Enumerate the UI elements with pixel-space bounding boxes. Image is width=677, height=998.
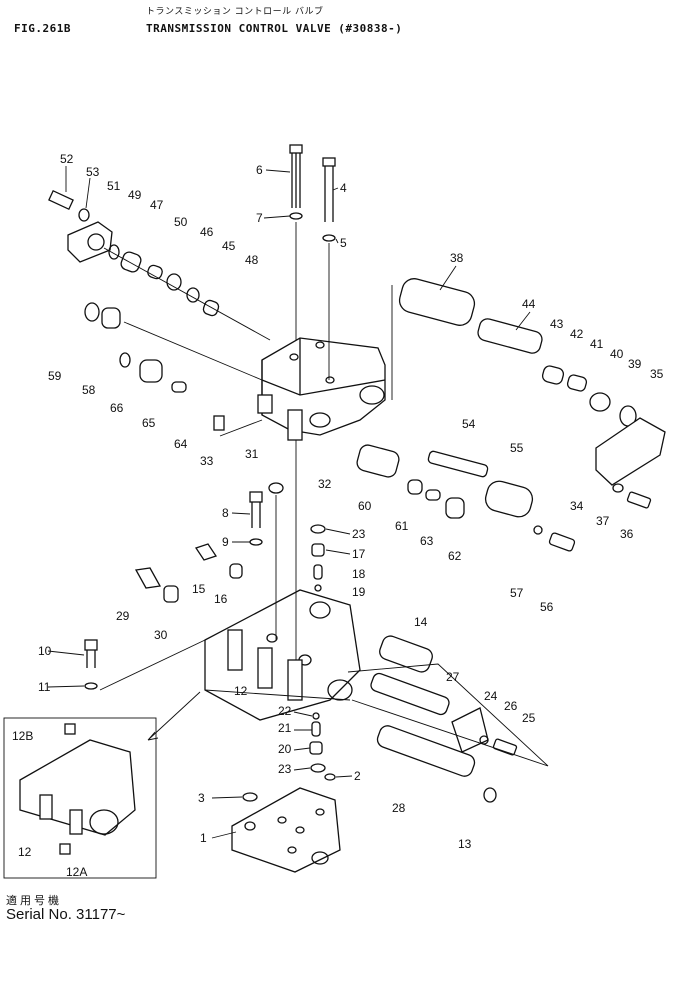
left-side-parts: [84, 302, 263, 437]
lower-valve-body: [204, 589, 361, 721]
washer-7: [289, 212, 303, 220]
callout: 32: [318, 477, 332, 491]
serial-number: Serial No. 31177~: [6, 906, 126, 923]
callout: 17: [352, 547, 366, 561]
callout: 3: [198, 791, 205, 805]
callout: 62: [448, 549, 462, 563]
callout: 11: [38, 680, 51, 694]
callout: 49: [128, 188, 142, 202]
callout: 14: [414, 615, 428, 629]
serial-label-japanese: 適用号機: [6, 894, 62, 907]
callout: 13: [458, 837, 472, 851]
callout: 8: [222, 506, 229, 520]
callout: 25: [522, 711, 536, 725]
washer-11: [84, 682, 98, 690]
callout: 39: [628, 357, 642, 371]
bolt-8: [249, 491, 263, 528]
callout: 45: [222, 239, 236, 253]
callout: 7: [256, 211, 263, 225]
callout: 22: [278, 704, 292, 718]
callout: 30: [154, 628, 168, 642]
fitting-parts: [134, 543, 243, 603]
callout: 6: [256, 163, 263, 177]
title-japanese: トランスミッション コントロール バルブ: [146, 7, 324, 17]
callout: 2: [354, 769, 361, 783]
callout: 40: [610, 347, 624, 361]
callout: 31: [245, 447, 259, 461]
callout: 57: [510, 586, 524, 600]
callout: 12: [18, 845, 32, 859]
callout: 56: [540, 600, 554, 614]
callout: 44: [522, 297, 536, 311]
callout: 58: [82, 383, 96, 397]
callout: 34: [570, 499, 584, 513]
callout: 15: [192, 582, 206, 596]
title-english: TRANSMISSION CONTROL VALVE (#30838-): [146, 22, 403, 35]
callout: 18: [352, 567, 366, 581]
callout-labels: 52 53 51 49 47 50 46 45 48 6 7 4 5 38 44…: [12, 152, 664, 879]
callout: 16: [214, 592, 228, 606]
callout: 51: [107, 179, 121, 193]
callout: 60: [358, 499, 372, 513]
callout: 54: [462, 417, 476, 431]
callout: 59: [48, 369, 62, 383]
upper-valve-body: [257, 337, 386, 441]
callout: 26: [504, 699, 518, 713]
callout: 64: [174, 437, 188, 451]
callout: 55: [510, 441, 524, 455]
callout: 20: [278, 742, 292, 756]
callout: 12B: [12, 729, 33, 743]
callout: 21: [278, 721, 292, 735]
callout: 63: [420, 534, 434, 548]
callout: 10: [38, 644, 52, 658]
callout: 9: [222, 535, 229, 549]
callout: 4: [340, 181, 347, 195]
inset-detail: [3, 717, 157, 879]
callout: 1: [200, 831, 207, 845]
lower-spools: [347, 635, 549, 803]
callout: 61: [395, 519, 409, 533]
callout: 42: [570, 327, 584, 341]
callout: 37: [596, 514, 610, 528]
left-spool-stack: [48, 189, 271, 341]
middle-spools: [356, 444, 576, 552]
callout: 48: [245, 253, 259, 267]
callout: 65: [142, 416, 156, 430]
callout: 66: [110, 401, 124, 415]
callout: 53: [86, 165, 100, 179]
callout: 46: [200, 225, 214, 239]
oring-31: [268, 482, 284, 494]
callout-leaders: [47, 166, 531, 839]
bolt-10: [84, 639, 98, 668]
callout: 19: [352, 585, 366, 599]
callout: 41: [590, 337, 604, 351]
callout: 28: [392, 801, 406, 815]
callout: 33: [200, 454, 214, 468]
callout: 12: [234, 684, 248, 698]
bolt-6: [289, 144, 303, 208]
washer-9: [249, 538, 263, 546]
callout: 50: [174, 215, 188, 229]
right-upper-spool: [391, 278, 666, 509]
figure-number: FIG.261B: [14, 22, 71, 35]
callout: 24: [484, 689, 498, 703]
callout: 35: [650, 367, 664, 381]
callout: 43: [550, 317, 564, 331]
plug-parts-upper: [310, 524, 326, 592]
callout: 52: [60, 152, 74, 166]
callout: 47: [150, 198, 164, 212]
callout: 23: [278, 762, 292, 776]
washer-5: [322, 234, 336, 242]
callout: 27: [446, 670, 460, 684]
callout: 23: [352, 527, 366, 541]
bolt-4: [322, 157, 336, 222]
callout: 29: [116, 609, 130, 623]
callout: 5: [340, 236, 347, 250]
callout: 36: [620, 527, 634, 541]
callout: 38: [450, 251, 464, 265]
callout: 12A: [66, 865, 87, 879]
plate-1: [231, 787, 341, 873]
